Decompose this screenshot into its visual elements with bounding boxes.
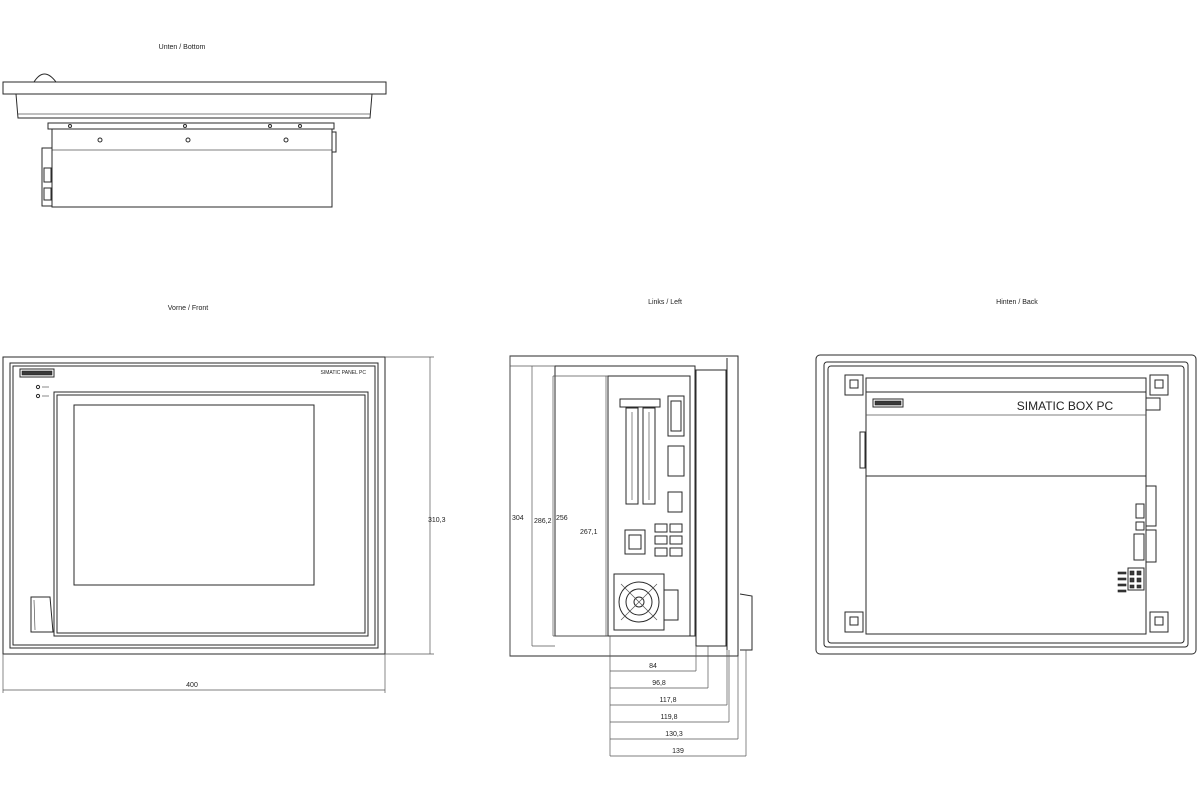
bottom-box-body <box>51 128 333 208</box>
left-foot <box>739 593 753 651</box>
bottom-bezel <box>2 81 387 95</box>
back-view: Hinten / Back SIMATIC BOX PC <box>815 299 1197 655</box>
back-bracket-tr <box>1149 374 1169 396</box>
left-lan-1 <box>654 523 668 533</box>
left-depth-84-value: 84 <box>649 663 657 670</box>
front-usb-flap <box>30 596 54 633</box>
left-front-bezel <box>695 369 727 647</box>
bottom-view: Unten / Bottom <box>2 44 387 208</box>
front-led-1 <box>35 384 41 390</box>
left-side-cover <box>663 589 679 621</box>
left-port-2 <box>667 445 685 477</box>
left-depth-117-value: 117,8 <box>660 697 677 704</box>
front-height-value: 310,3 <box>428 517 446 524</box>
back-bracket-bl <box>844 611 864 633</box>
left-depth-139-value: 139 <box>672 748 684 755</box>
left-dim-304: 304 <box>512 515 524 522</box>
left-depth-119-value: 119,8 <box>661 714 678 721</box>
back-brand-text: SIMATIC BOX PC <box>1017 399 1114 413</box>
back-box-pc <box>865 377 1147 635</box>
front-brand-text: SIMATIC PANEL PC <box>321 370 367 376</box>
left-lan-2 <box>669 523 683 533</box>
front-inner-frame <box>9 362 379 649</box>
left-view-label: Links / Left <box>648 299 682 306</box>
back-top-cover <box>865 391 1147 477</box>
back-bracket-tl <box>844 374 864 396</box>
left-dim-286: 286,2 <box>534 518 552 525</box>
front-view: Vorne / Front SIMATIC PANEL PC 400 310,3 <box>2 305 446 693</box>
left-serial-port <box>667 491 683 513</box>
left-slot-bracket <box>619 398 661 408</box>
left-depth-96-value: 96,8 <box>652 680 666 687</box>
front-led-2 <box>35 393 41 399</box>
back-side-port-2 <box>1145 529 1157 563</box>
bottom-bracket <box>47 122 335 130</box>
back-side-port-1 <box>1145 485 1157 527</box>
back-view-label: Hinten / Back <box>996 299 1038 306</box>
left-dim-267: 267,1 <box>580 529 598 536</box>
front-display-bezel <box>53 391 369 637</box>
left-power-inlet <box>624 529 646 555</box>
left-view: Links / Left <box>509 299 753 757</box>
left-interface-panel <box>607 375 691 637</box>
left-dim-256: 256 <box>556 515 568 522</box>
front-view-label: Vorne / Front <box>168 305 209 312</box>
bottom-knob <box>33 73 57 83</box>
bottom-bezel-taper <box>15 93 373 119</box>
front-screen <box>73 404 315 586</box>
back-bracket-br <box>1149 611 1169 633</box>
front-width-value: 400 <box>186 682 198 689</box>
bottom-view-label: Unten / Bottom <box>159 44 206 51</box>
left-depth-130-value: 130,3 <box>665 731 683 738</box>
